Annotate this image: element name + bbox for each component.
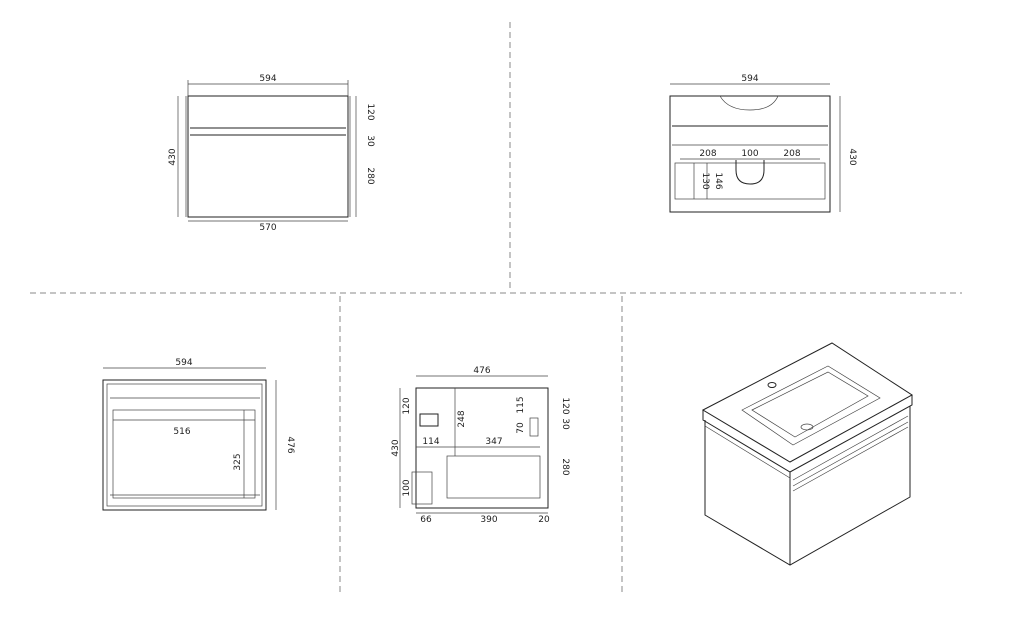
- dim-front-width-top: 594: [259, 74, 276, 84]
- dim-side-342: 347: [485, 437, 502, 447]
- dim-side-top-band-right: 120: [560, 397, 570, 414]
- dim-top-inner-width: 516: [173, 427, 190, 437]
- dim-front-height: 430: [168, 148, 178, 165]
- dim-side-248: 248: [457, 410, 467, 427]
- dim-side-height: 430: [391, 439, 401, 456]
- dim-side-70: 70: [516, 422, 526, 434]
- top-view: 594 516 325 476: [102, 358, 295, 511]
- dim-front-width-bottom: 570: [259, 223, 276, 233]
- dim-back-left-span: 208: [699, 149, 716, 159]
- dim-front-top-band: 120: [365, 103, 375, 120]
- dim-top-inner-depth: 325: [233, 453, 243, 470]
- dim-side-drawer-right: 280: [560, 458, 570, 475]
- dim-side-100: 100: [402, 479, 412, 496]
- front-view: 594 430 120 30 280 570: [168, 74, 375, 233]
- dim-back-width: 594: [741, 74, 758, 84]
- dim-top-width: 594: [175, 358, 192, 368]
- dim-back-h1: 130: [700, 172, 710, 189]
- dim-side-66: 66: [420, 515, 432, 525]
- dim-side-114: 114: [422, 437, 439, 447]
- dim-back-right-span: 208: [783, 149, 800, 159]
- dim-side-20: 20: [538, 515, 550, 525]
- isometric-view: [701, 342, 913, 566]
- back-view: 594 208 100 208 130 146 430: [669, 74, 857, 213]
- dim-top-depth: 476: [285, 436, 295, 453]
- dim-side-115: 115: [516, 396, 526, 413]
- dim-back-height: 430: [847, 148, 857, 165]
- dim-side-depth: 476: [473, 366, 490, 376]
- view-dividers: [30, 22, 962, 592]
- dim-front-drawer: 280: [365, 167, 375, 184]
- dim-front-gap: 30: [365, 135, 375, 147]
- side-view: 476 430 120 248 115 70 120 30 280 114 34…: [391, 366, 570, 525]
- dim-back-h2: 146: [713, 172, 723, 189]
- dim-side-390: 390: [480, 515, 497, 525]
- dim-side-top-band-left: 120: [402, 397, 412, 414]
- dim-back-center-span: 100: [741, 149, 758, 159]
- dim-side-gap-right: 30: [560, 418, 570, 430]
